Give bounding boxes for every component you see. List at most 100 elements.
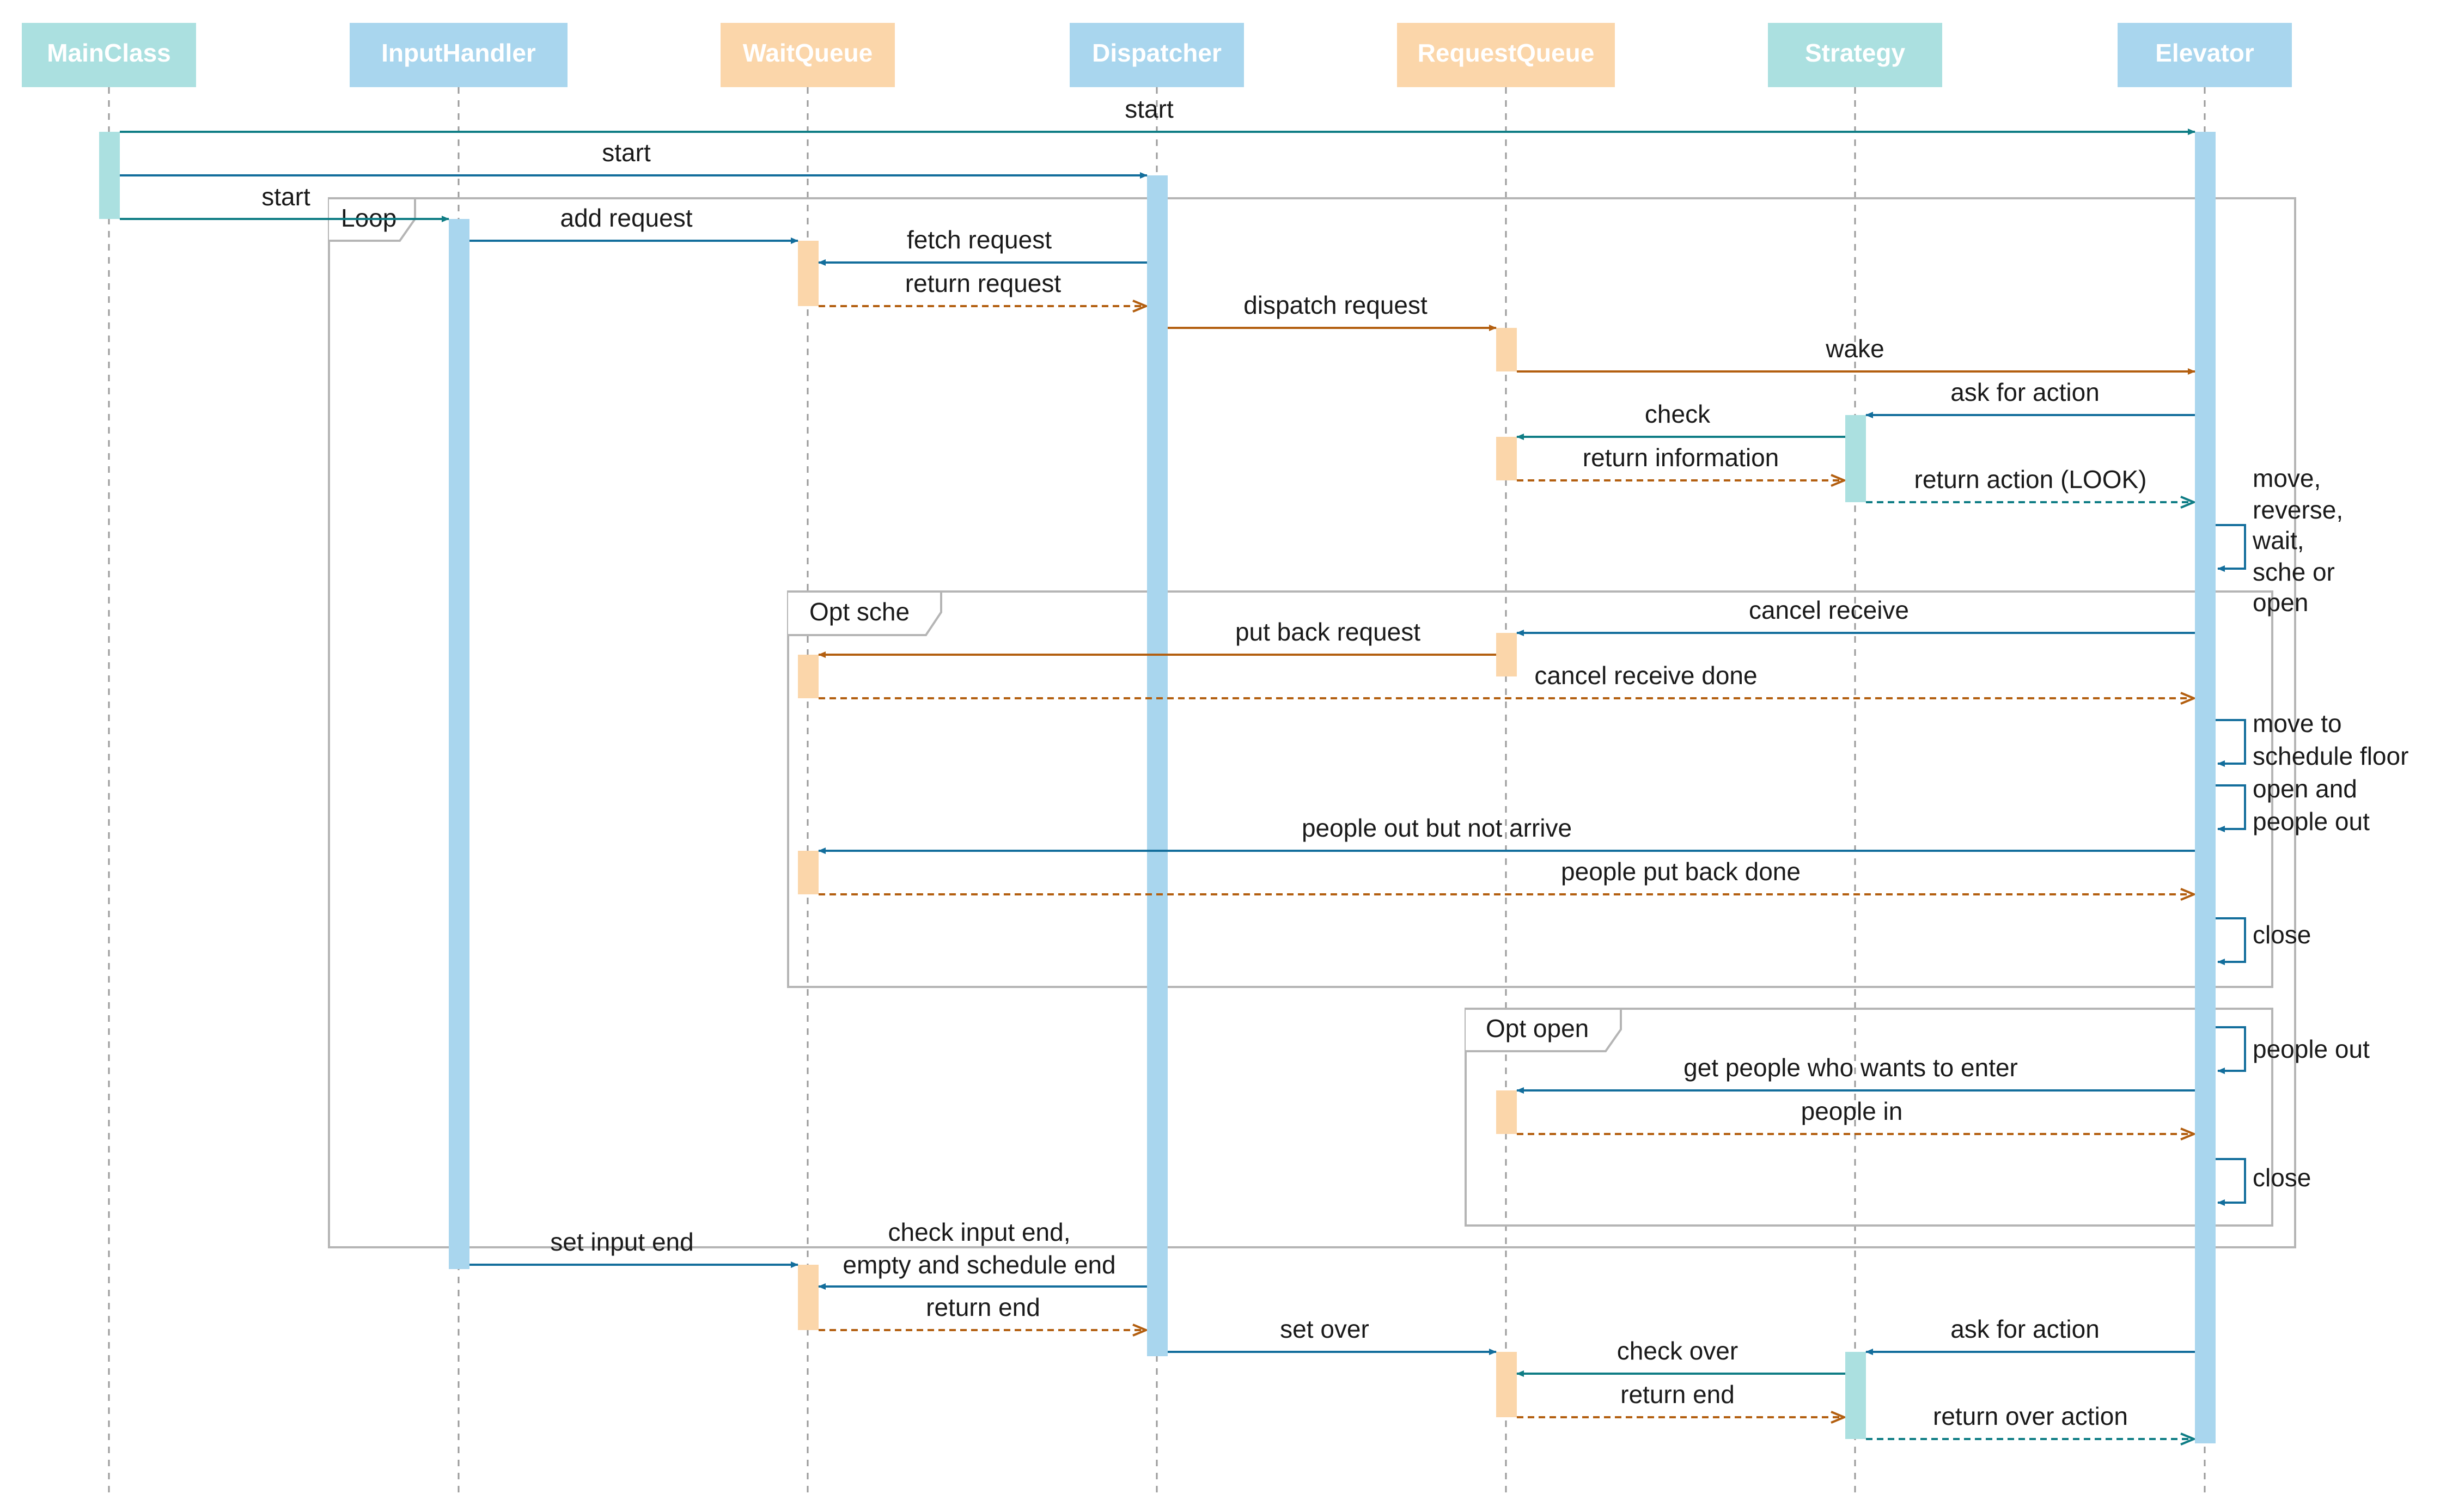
message: start (120, 182, 449, 222)
message: return over action (1866, 1402, 2194, 1439)
message-label: wake (1825, 334, 1884, 363)
self-message-label-line: people out (2253, 807, 2370, 836)
participant-label: Dispatcher (1092, 39, 1222, 67)
participant-label: InputHandler (381, 39, 536, 67)
message: start (120, 138, 1148, 179)
participant-strategy: Strategy (1768, 23, 1942, 87)
message: get people who wants to enter (1516, 1053, 2195, 1094)
self-message-label-line: sche or (2253, 558, 2335, 586)
self-message-label-line: schedule floor (2253, 742, 2408, 770)
message-label: put back request (1235, 618, 1420, 646)
message-label-line-2: empty and schedule end (843, 1251, 1115, 1279)
frame-label-opt-sche: Opt sche (809, 598, 910, 626)
message-label: return over action (1933, 1402, 2128, 1430)
message-label: check over (1617, 1337, 1738, 1365)
message: cancel receive done (819, 661, 2194, 698)
message-label: people out but not arrive (1302, 814, 1572, 842)
message: set input end (469, 1228, 798, 1268)
message: wake (1517, 334, 2195, 375)
activation-bar (1496, 328, 1517, 371)
self-message-label-line: open (2253, 588, 2308, 617)
message: add request (469, 204, 798, 244)
self-message: close (2216, 917, 2311, 965)
message: check input end, empty and schedule end (818, 1218, 1147, 1290)
activation-bar (798, 241, 819, 306)
message: dispatch request (1168, 291, 1497, 331)
message-label: start (261, 182, 310, 211)
self-message: people out (2216, 1026, 2370, 1074)
self-message: open and people out (2216, 775, 2370, 836)
self-message: move to schedule floor (2216, 709, 2408, 770)
activation-bar (99, 132, 120, 219)
participant-dispatcher: Dispatcher (1070, 23, 1244, 87)
message: set over (1168, 1315, 1497, 1355)
message: return end (1517, 1380, 1844, 1417)
message-label: return request (905, 269, 1062, 297)
message-label: ask for action (1950, 1315, 2100, 1343)
activation-bar (798, 1265, 819, 1330)
message: return end (819, 1293, 1146, 1330)
self-message-label-line: people out (2253, 1035, 2370, 1063)
activation-bar (449, 219, 469, 1269)
participant-requestqueue: RequestQueue (1397, 23, 1615, 87)
message-label: cancel receive (1749, 596, 1909, 624)
message-label: get people who wants to enter (1683, 1053, 2018, 1082)
activation-bar (1496, 1352, 1517, 1417)
messages: start start start add request fetch requ… (120, 95, 2195, 1439)
activation-bar (1147, 175, 1168, 1356)
activation-bar (1845, 415, 1866, 502)
message-label: people put back done (1561, 857, 1801, 886)
message: people out but not arrive (818, 814, 2195, 854)
activation-bar (798, 851, 819, 894)
activation-bar (1496, 1090, 1517, 1134)
message-label: return action (LOOK) (1914, 465, 2147, 493)
message-label: start (602, 138, 651, 167)
activation-bar (1496, 437, 1517, 480)
self-message: close (2216, 1158, 2311, 1206)
message: check (1516, 400, 1845, 440)
message-label: dispatch request (1243, 291, 1428, 319)
message: return action (LOOK) (1866, 465, 2194, 502)
message-label: check (1645, 400, 1711, 428)
message: return request (819, 269, 1146, 306)
self-message-label-line: reverse, (2253, 496, 2343, 524)
self-messages: move, reverse, wait, sche or open move t… (2216, 464, 2408, 1206)
message-label: cancel receive done (1534, 661, 1757, 690)
participant-headers: MainClass InputHandler WaitQueue Dispatc… (22, 23, 2292, 87)
participant-label: WaitQueue (743, 39, 873, 67)
frame-label-opt-open: Opt open (1486, 1014, 1589, 1042)
message: put back request (818, 618, 1496, 658)
participant-mainclass: MainClass (22, 23, 196, 87)
self-message: move, reverse, wait, sche or open (2216, 464, 2343, 617)
self-message-label-line: close (2253, 920, 2311, 949)
message: check over (1516, 1337, 1845, 1377)
activation-bar (1845, 1352, 1866, 1439)
message-label: people in (1801, 1097, 1903, 1125)
message-label: return information (1583, 443, 1779, 472)
message-label: return end (926, 1293, 1040, 1321)
self-message-label-line: open and (2253, 775, 2357, 803)
activation-bar (2195, 132, 2216, 1443)
self-message-label-line: close (2253, 1163, 2311, 1192)
message-label: return end (1620, 1380, 1735, 1409)
message: return information (1517, 443, 1844, 480)
message: start (120, 95, 2195, 135)
opt-sche-frame: Opt sche (787, 590, 2273, 988)
self-message-label-line: move to (2253, 709, 2342, 737)
message-label: add request (560, 204, 693, 232)
participant-elevator: Elevator (2118, 23, 2292, 87)
message: people in (1517, 1097, 2194, 1134)
activation-bar (1496, 633, 1517, 676)
message: people put back done (819, 857, 2194, 894)
participant-label: Strategy (1805, 39, 1905, 67)
activation-bar (798, 655, 819, 698)
message-label-line-1: check input end, (888, 1218, 1070, 1246)
message: ask for action (1865, 1315, 2195, 1355)
message: fetch request (818, 225, 1147, 266)
participant-label: RequestQueue (1418, 39, 1595, 67)
opt-open-frame: Opt open (1465, 1008, 2273, 1227)
participant-label: Elevator (2155, 39, 2254, 67)
activation-bars (99, 132, 2216, 1443)
participant-waitqueue: WaitQueue (721, 23, 895, 87)
